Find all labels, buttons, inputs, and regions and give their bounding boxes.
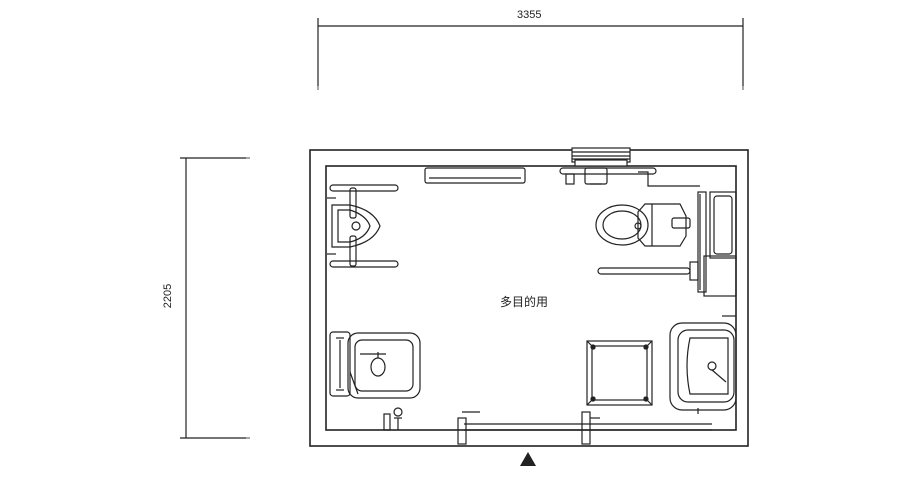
depth-dimension-label: 2205 bbox=[162, 283, 175, 309]
toilet-backrest-pipe bbox=[559, 167, 700, 187]
shower-unit bbox=[347, 332, 421, 399]
depth-dimension-line bbox=[180, 157, 250, 439]
width-dimension-label: 3355 bbox=[517, 9, 542, 21]
width-dimension-line bbox=[317, 18, 744, 90]
wall-cabinet bbox=[703, 191, 737, 297]
entrance-arrow-icon bbox=[520, 452, 536, 466]
urinal-grab-bars bbox=[329, 184, 399, 268]
wall-shelf bbox=[424, 167, 526, 184]
ventilation-fan bbox=[571, 147, 631, 167]
sliding-door bbox=[457, 411, 712, 445]
floor-drain bbox=[383, 407, 403, 431]
sink bbox=[669, 315, 737, 414]
baby-changing-table bbox=[586, 340, 653, 406]
room-label: 多目的用 bbox=[500, 295, 549, 309]
fold-down-seat bbox=[329, 331, 351, 397]
grab-bar bbox=[597, 191, 707, 293]
toilet bbox=[595, 203, 691, 247]
urinal bbox=[327, 197, 381, 255]
